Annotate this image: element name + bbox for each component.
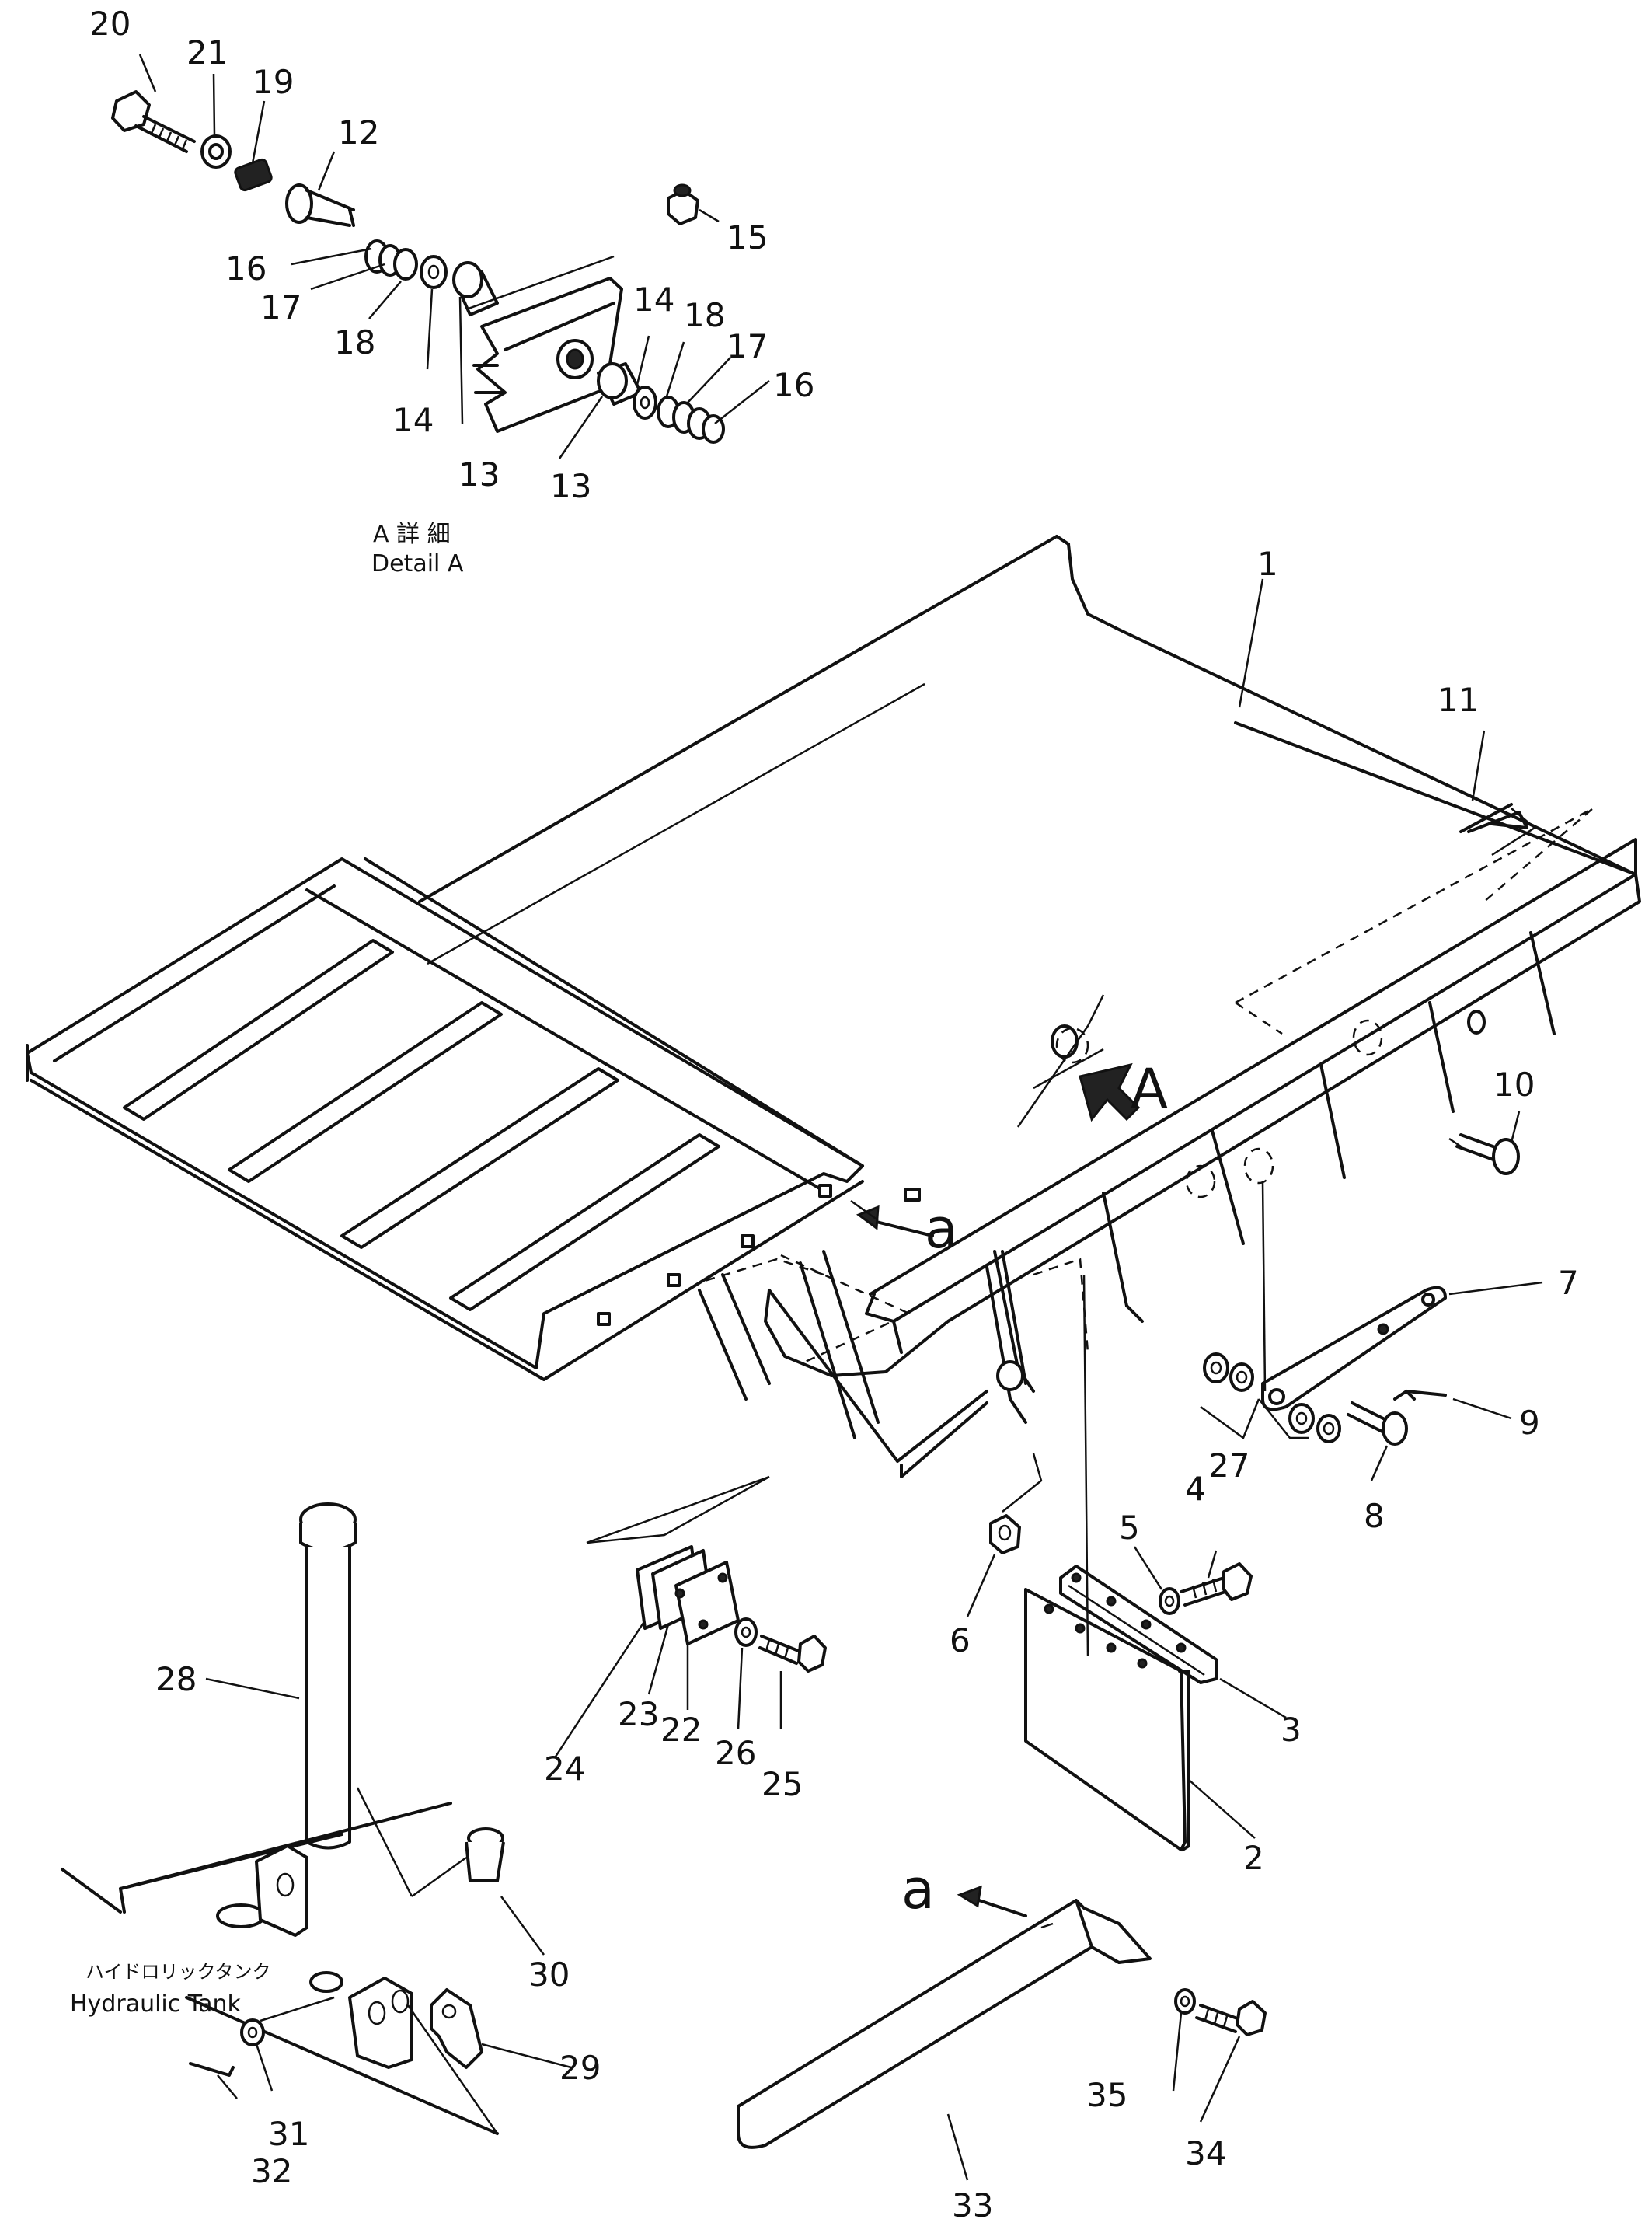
- label-25: 25: [762, 1765, 803, 1803]
- part-30-drawing: [411, 1827, 505, 1898]
- dump-body-drawing: [26, 535, 1641, 1478]
- tank-bracket-drawing: [255, 1844, 413, 2069]
- detail-caption-en: Detail A: [371, 550, 464, 577]
- labels: 20 21 19 12 15 16 17 18 14 13 13 14 18 1…: [70, 5, 1579, 2224]
- label-13-right: 13: [550, 467, 591, 505]
- nut-19-drawing: [234, 158, 273, 192]
- label-16-left: 16: [225, 249, 267, 288]
- label-21: 21: [186, 33, 228, 72]
- label-1: 1: [1257, 545, 1278, 583]
- label-14-right: 14: [633, 281, 674, 319]
- view-a-arrow: [1079, 1062, 1141, 1122]
- part-10-drawing: [1448, 1133, 1520, 1175]
- arrow-a-lower: [957, 1885, 1027, 1917]
- part-7-drawing: [1261, 1181, 1447, 1411]
- label-13-left: 13: [458, 455, 500, 494]
- grease-fitting-15-drawing: [667, 183, 699, 225]
- guard-rib-3: [340, 1067, 619, 1249]
- bushing-13-right-drawing: [597, 362, 643, 406]
- view-letter-a-upper: a: [925, 1197, 958, 1261]
- view-a-lower-arrow-upper: [856, 1205, 880, 1230]
- part-11-drawing: [1459, 803, 1537, 857]
- label-4: 4: [1185, 1470, 1206, 1508]
- label-2: 2: [1243, 1839, 1264, 1877]
- label-18-left: 18: [334, 323, 375, 361]
- label-11: 11: [1438, 681, 1479, 719]
- bolt-20-drawing: [111, 90, 196, 153]
- label-30: 30: [528, 1956, 570, 1994]
- part-9-drawing: [1393, 1390, 1447, 1401]
- guard-rib-1: [123, 939, 394, 1121]
- label-17-left: 17: [260, 288, 301, 326]
- label-3: 3: [1281, 1711, 1302, 1749]
- label-32: 32: [251, 2152, 292, 2190]
- part-2-3-drawing: [1024, 1274, 1218, 1851]
- label-31: 31: [268, 2115, 309, 2153]
- parts-22-26-drawing: [586, 1475, 827, 1673]
- label-15: 15: [727, 218, 768, 256]
- part-6-drawing: [989, 1453, 1043, 1554]
- part-34-35-drawing: [1174, 1988, 1267, 2036]
- hydraulic-tank-label-en: Hydraulic Tank: [70, 1991, 242, 2018]
- label-34: 34: [1185, 2134, 1226, 2172]
- label-16-right: 16: [773, 366, 814, 404]
- label-5: 5: [1119, 1509, 1140, 1547]
- label-26: 26: [715, 1734, 756, 1772]
- label-12: 12: [338, 113, 379, 152]
- part-29-drawing: [430, 1988, 483, 2069]
- part-31-drawing: [240, 2018, 265, 2046]
- pin-12-drawing: [285, 183, 355, 227]
- hydraulic-tank-label-jp: ハイドロリックタンク: [85, 1961, 271, 1983]
- washer-14-left-drawing: [420, 255, 448, 289]
- label-6: 6: [950, 1621, 971, 1659]
- part-32-drawing: [189, 2062, 235, 2077]
- bracket-plate-drawing: [472, 277, 623, 433]
- label-33: 33: [952, 2186, 993, 2224]
- label-8: 8: [1364, 1497, 1385, 1535]
- label-22: 22: [660, 1711, 702, 1749]
- bushing-13-left-drawing: [452, 261, 499, 316]
- hydraulic-tank-drawing: [61, 1802, 499, 2135]
- label-9: 9: [1519, 1404, 1540, 1442]
- label-17-right: 17: [727, 327, 768, 365]
- label-27: 27: [1208, 1446, 1249, 1485]
- part-33-drawing: [737, 1899, 1152, 2149]
- label-35: 35: [1086, 2076, 1127, 2114]
- washers-27-drawing: [1200, 1352, 1341, 1443]
- part-4-5-drawing: [1159, 1562, 1253, 1615]
- leader-lines: [205, 578, 1543, 2181]
- label-18-right: 18: [684, 296, 725, 334]
- label-23: 23: [618, 1695, 659, 1733]
- label-29: 29: [559, 2049, 601, 2087]
- label-24: 24: [544, 1750, 585, 1788]
- label-20: 20: [89, 5, 131, 43]
- detail-a-assembly: [111, 54, 770, 459]
- label-28: 28: [155, 1660, 197, 1698]
- view-letter-A: A: [1131, 1057, 1168, 1121]
- detail-caption-jp: A 詳 細: [373, 521, 451, 548]
- guard-rib-2: [228, 1001, 503, 1183]
- label-7: 7: [1558, 1264, 1579, 1302]
- label-10: 10: [1493, 1066, 1535, 1104]
- label-19: 19: [253, 63, 294, 101]
- view-letter-a-lower: a: [901, 1858, 935, 1921]
- part-28-drawing: [299, 1502, 357, 1850]
- label-14-left: 14: [392, 401, 434, 439]
- guard-rib-4: [449, 1133, 720, 1311]
- part-8-drawing: [1347, 1401, 1408, 1446]
